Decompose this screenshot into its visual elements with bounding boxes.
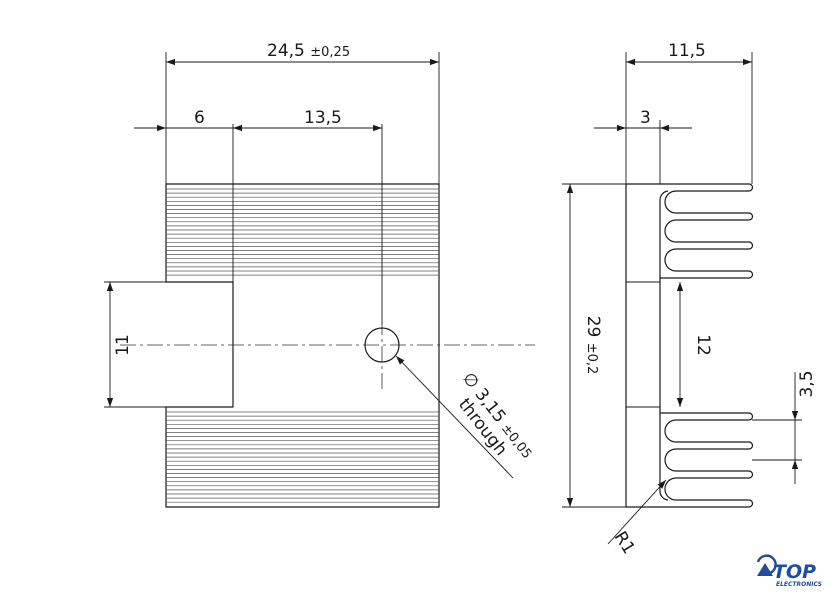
fin-lines-top bbox=[166, 188, 439, 276]
dim-height-label: 29 ±0,2 bbox=[583, 316, 603, 375]
logo: TOP ELECTRONICS bbox=[756, 554, 822, 588]
hole-leader bbox=[395, 355, 514, 479]
dim-left-offset-label: 6 bbox=[194, 108, 205, 128]
radius-label: R1 bbox=[610, 528, 639, 558]
front-outline bbox=[165, 183, 440, 508]
dim-pitch-label: 3,5 bbox=[797, 370, 817, 397]
fin-lines-bottom bbox=[166, 411, 439, 503]
logo-subtitle: ELECTRONICS bbox=[776, 581, 822, 588]
side-fins-top bbox=[626, 183, 754, 282]
side-fins-top-inner bbox=[659, 190, 669, 278]
front-view: 24,5 ±0,25 6 13,5 11 ∅ 3,15 ±0,05 throug… bbox=[104, 41, 535, 508]
dim-center-flat-label: 12 bbox=[693, 334, 713, 356]
mounting-hole bbox=[364, 327, 400, 363]
side-view: 11,5 3 29 ±0,2 12 3,5 R1 bbox=[562, 41, 817, 558]
logo-name: TOP bbox=[773, 561, 816, 583]
dim-hole-offset-label: 13,5 bbox=[304, 108, 342, 128]
dim-depth-label: 11,5 bbox=[668, 41, 706, 61]
dim-slot-height-label: 11 bbox=[113, 334, 133, 356]
side-fins-bottom bbox=[626, 407, 754, 508]
dim-base-label: 3 bbox=[640, 108, 651, 128]
dim-overall-width-label: 24,5 ±0,25 bbox=[267, 41, 350, 61]
radius-leader bbox=[607, 479, 667, 545]
side-fins-bottom-inner bbox=[659, 413, 669, 501]
logo-mark-icon bbox=[756, 554, 777, 576]
